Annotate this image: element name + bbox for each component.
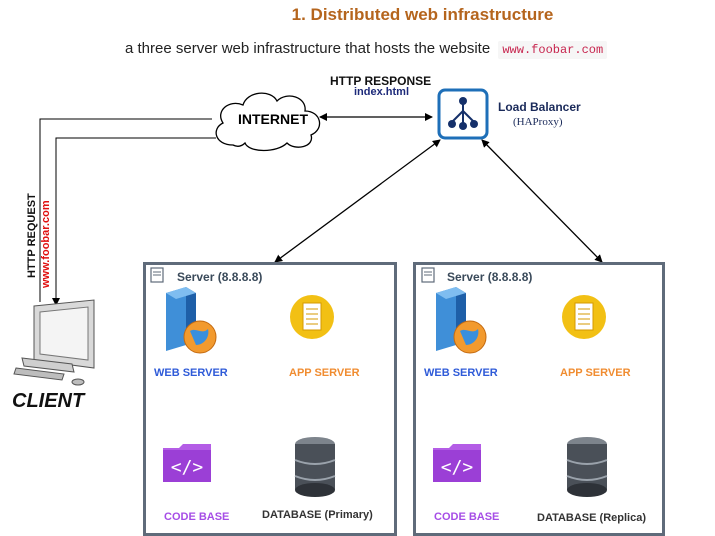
s2-code-base-label: CODE BASE: [434, 511, 500, 523]
server-2-box: [413, 262, 665, 536]
client-internet-inner-line: [52, 137, 216, 306]
s1-web-server-icon: [166, 287, 217, 354]
s1-database-icon: [294, 437, 336, 497]
s1-web-server-label: WEB SERVER: [154, 367, 228, 379]
s2-app-server-label: APP SERVER: [560, 367, 631, 379]
diagram-title: 1. Distributed web infrastructure: [291, 5, 554, 24]
s1-code-base-icon: </>: [163, 444, 211, 482]
s2-web-server-label: WEB SERVER: [424, 367, 498, 379]
diagram-subtitle: a three server web infrastructure that h…: [125, 40, 608, 59]
svg-text:</>: </>: [171, 457, 204, 478]
s1-app-server-label: APP SERVER: [289, 367, 360, 379]
server-2-icon: [421, 267, 435, 283]
client-internet-outer-line: [39, 118, 212, 302]
lb-server1-connector: [274, 139, 441, 263]
http-response-label: HTTP RESPONSE: [330, 74, 432, 88]
internet-cloud-icon: [215, 92, 321, 152]
http-request-label: HTTP REQUEST: [26, 193, 38, 278]
server-1-title: Server (8.8.8.8): [177, 270, 263, 284]
server-2-title: Server (8.8.8.8): [447, 270, 533, 284]
load-balancer-label: Load Balancer: [498, 100, 581, 114]
s1-database-label: DATABASE (Primary): [262, 509, 373, 521]
s1-code-base-label: CODE BASE: [164, 511, 230, 523]
load-balancer-icon: [436, 87, 490, 141]
client-computer-icon: [13, 299, 95, 386]
lb-server2-connector: [481, 139, 603, 263]
svg-text:</>: </>: [441, 457, 474, 478]
website-code: www.foobar.com: [498, 41, 608, 59]
subtitle-text: a three server web infrastructure that h…: [125, 40, 491, 57]
http-request-domain: www.foobar.com: [40, 200, 52, 288]
s2-database-label: DATABASE (Replica): [537, 512, 646, 524]
s2-database-icon: [566, 437, 608, 497]
load-balancer-software: (HAProxy): [513, 116, 563, 128]
http-response-file: index.html: [354, 86, 410, 98]
s1-app-server-icon: [290, 295, 334, 339]
s2-app-server-icon: [562, 295, 606, 339]
internet-label: INTERNET: [238, 111, 308, 127]
server-1-icon: [150, 267, 164, 283]
s2-code-base-icon: </>: [433, 444, 481, 482]
s2-web-server-icon: [436, 287, 487, 354]
client-label: CLIENT: [12, 390, 85, 412]
